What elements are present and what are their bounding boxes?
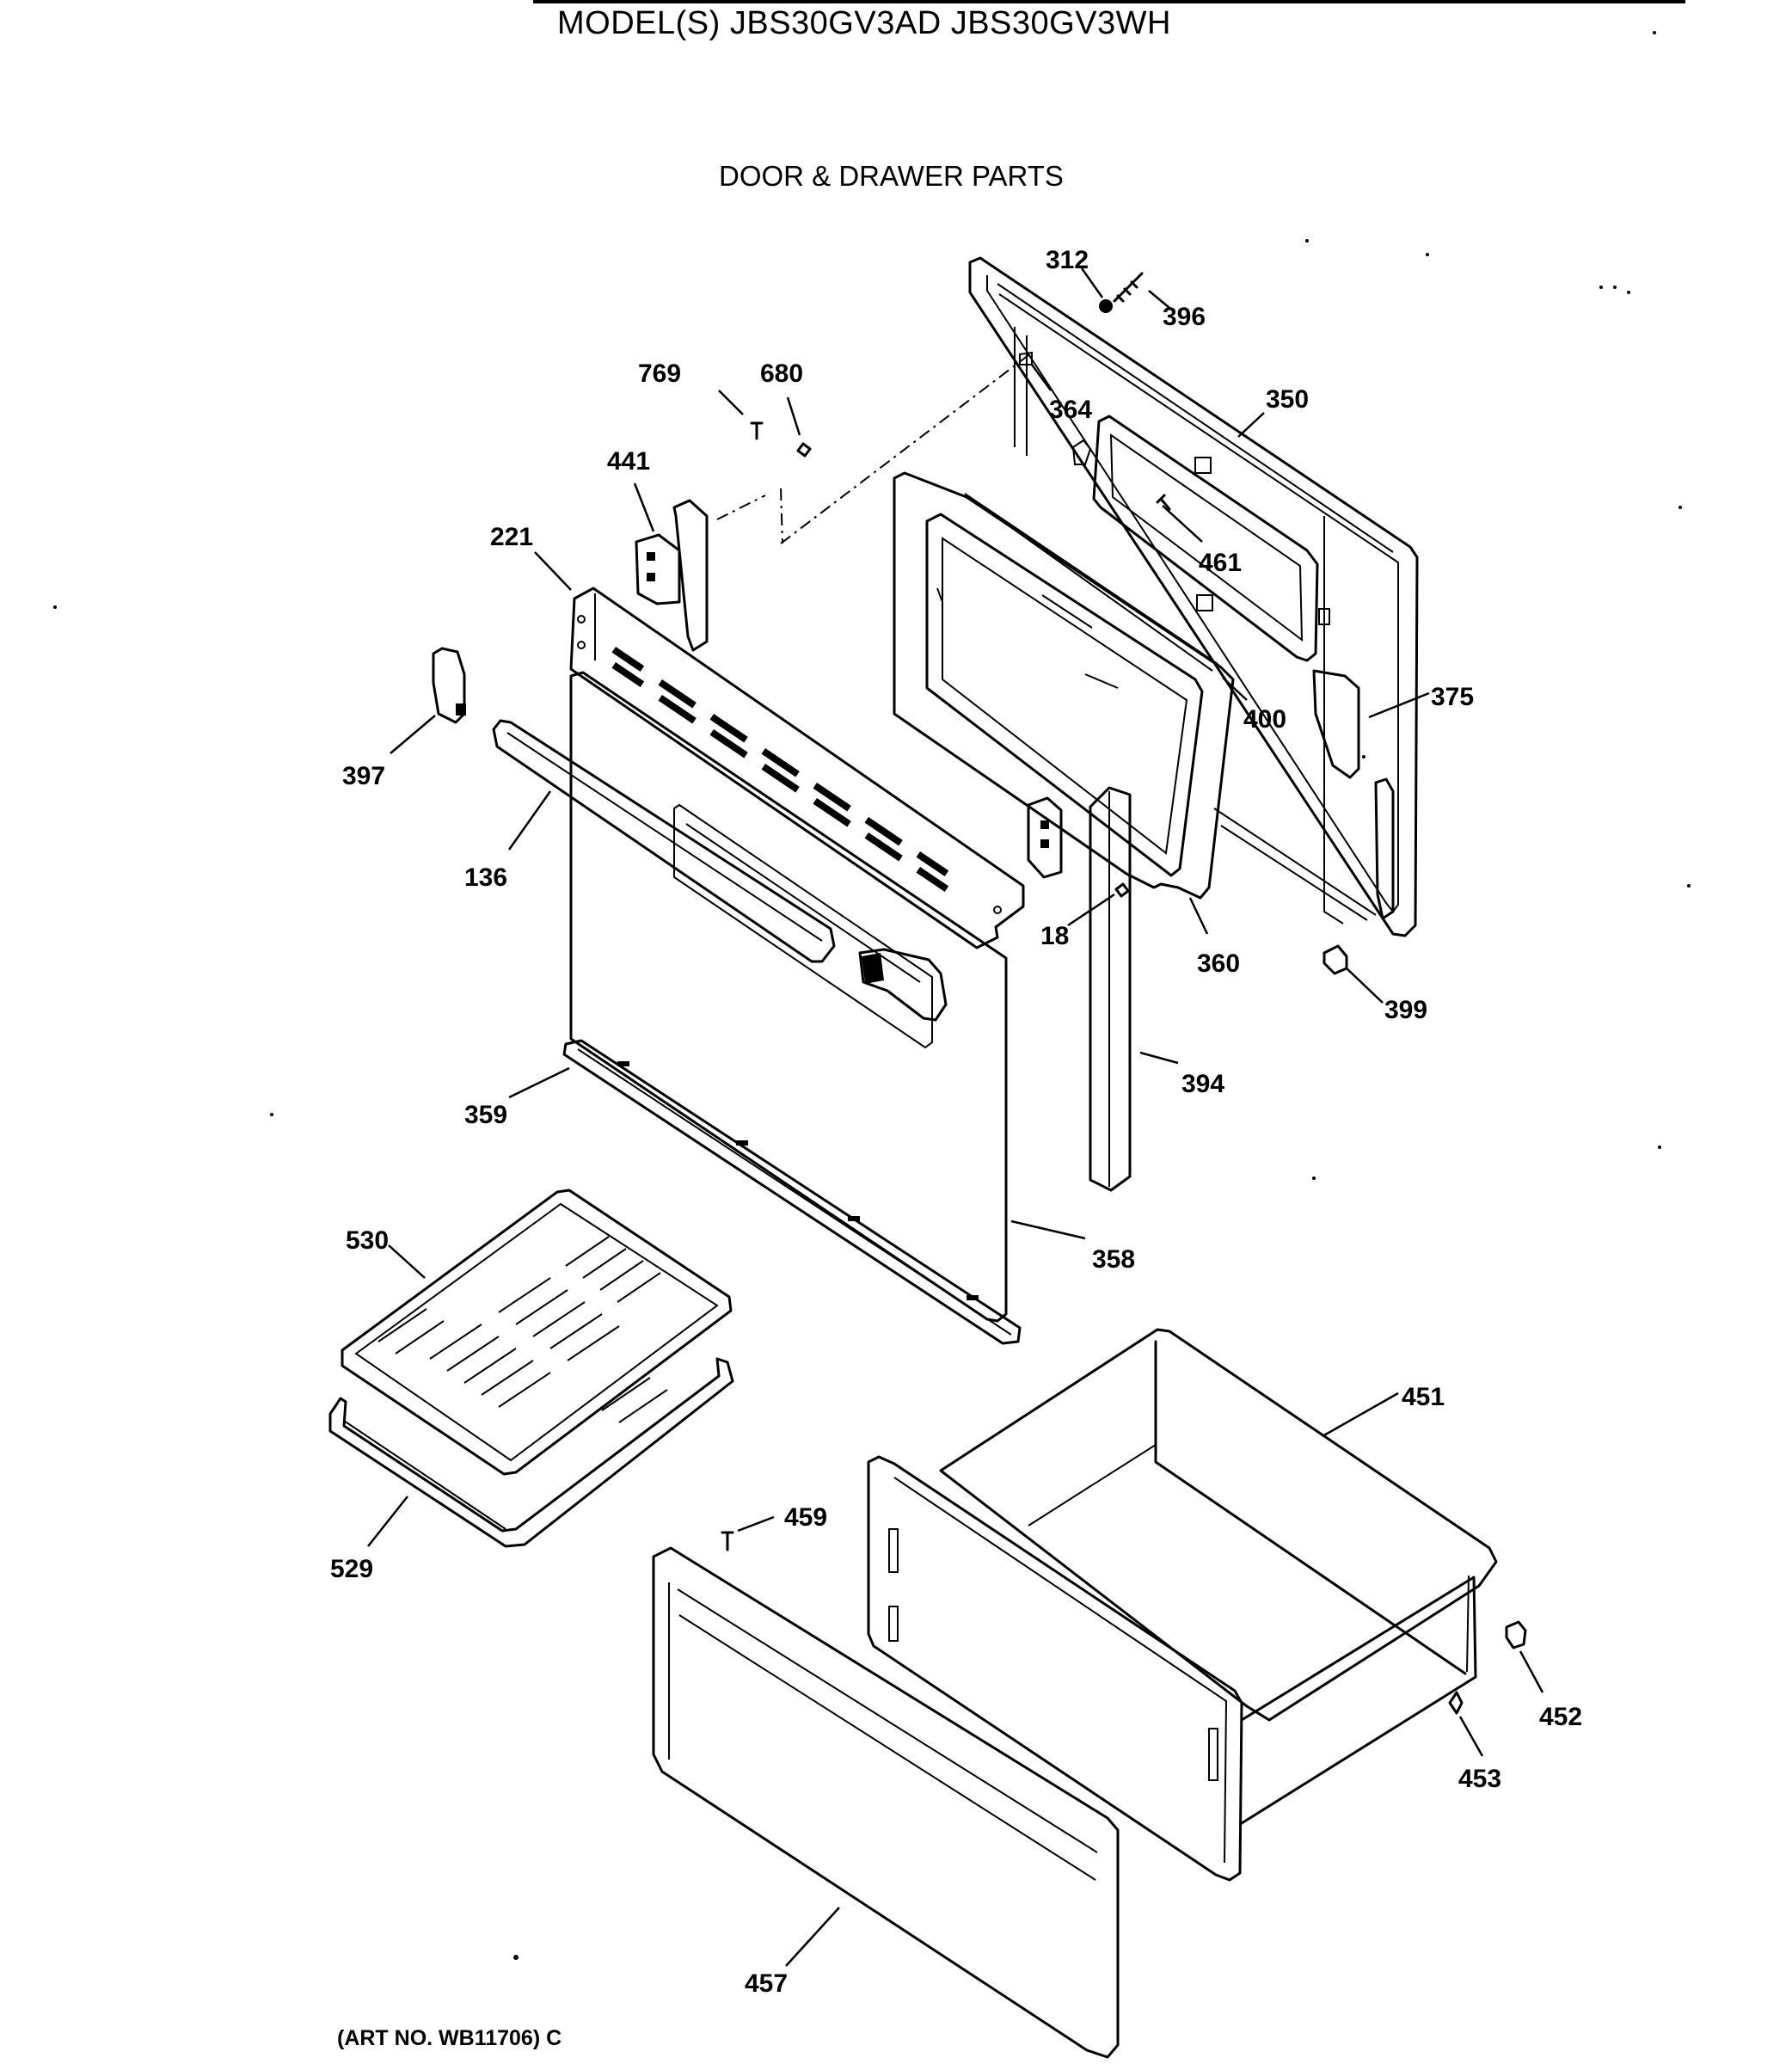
hinge-bracket-right <box>1027 796 1063 879</box>
part-label-399: 399 <box>1384 996 1427 1024</box>
part-label-457: 457 <box>745 1969 788 1998</box>
door-handle <box>492 719 836 963</box>
part-label-359: 359 <box>464 1101 507 1129</box>
scan-specks <box>53 31 1691 1960</box>
part-label-18: 18 <box>1040 922 1069 950</box>
part-label-459: 459 <box>784 1503 827 1532</box>
part-label-441: 441 <box>607 447 650 476</box>
part-label-397: 397 <box>342 762 385 790</box>
part-label-396: 396 <box>1163 303 1206 331</box>
screw-769 <box>750 421 764 440</box>
screw-396 <box>1113 272 1144 303</box>
side-trim-394 <box>1089 786 1132 1192</box>
broil-pan <box>328 1357 734 1548</box>
screw-18 <box>1114 882 1130 898</box>
door-bottom-trim <box>562 1039 1022 1345</box>
part-label-350: 350 <box>1266 385 1309 414</box>
hinge-bracket-left <box>635 499 709 652</box>
handle-end-cap <box>858 948 948 1022</box>
clip-680 <box>796 442 812 458</box>
broil-pan-rack <box>341 1189 733 1476</box>
part-label-769: 769 <box>638 359 681 388</box>
part-label-136: 136 <box>464 863 507 892</box>
bumper-452 <box>1505 1620 1527 1649</box>
art-number: (ART NO. WB11706) C <box>337 2026 562 2050</box>
assembly-guide-lines <box>716 352 1033 544</box>
top-rule <box>533 0 1685 3</box>
door-outer-panel <box>968 256 1419 937</box>
part-label-451: 451 <box>1402 1383 1445 1411</box>
part-label-221: 221 <box>490 523 533 551</box>
storage-drawer <box>867 1328 1498 1882</box>
drawer-front-panel <box>652 1546 1120 2059</box>
part-label-461: 461 <box>1199 549 1242 577</box>
vent-trim-panel <box>569 587 1025 949</box>
section-title: DOOR & DRAWER PARTS <box>719 160 1064 192</box>
leader-lines <box>367 267 1544 1967</box>
part-label-375: 375 <box>1431 683 1474 711</box>
part-label-452: 452 <box>1539 1703 1582 1731</box>
model-title: MODEL(S) JBS30GV3AD JBS30GV3WH <box>557 5 1171 41</box>
part-label-312: 312 <box>1046 246 1089 274</box>
screw-459 <box>721 1531 734 1551</box>
part-label-530: 530 <box>346 1226 389 1255</box>
part-label-394: 394 <box>1181 1070 1224 1098</box>
part-label-453: 453 <box>1458 1765 1501 1793</box>
part-label-680: 680 <box>760 359 803 388</box>
part-label-364: 364 <box>1049 396 1092 424</box>
part-labels: 312 396 769 680 364 350 441 221 461 375 … <box>330 246 1582 1998</box>
clip-453 <box>1448 1691 1464 1715</box>
part-label-358: 358 <box>1092 1245 1135 1274</box>
part-label-400: 400 <box>1243 705 1286 734</box>
door-inner-frame <box>893 471 1235 900</box>
part-label-360: 360 <box>1197 949 1240 978</box>
part-label-529: 529 <box>330 1555 373 1583</box>
screw-312 <box>1099 299 1113 313</box>
hinge-bracket-397 <box>432 647 466 724</box>
screw-461 <box>1156 494 1171 511</box>
bumper-399 <box>1323 944 1348 975</box>
